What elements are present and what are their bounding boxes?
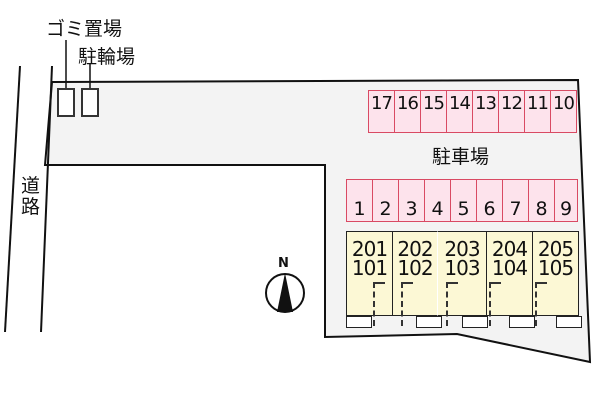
parking-stall: 2 [372,179,399,222]
stair-outline [489,282,501,326]
unit-block: 204 104 [486,231,533,326]
parking-stall: 16 [394,90,421,133]
parking-label: 駐車場 [432,146,490,168]
parking-stall: 6 [476,179,503,222]
parking-stall: 5 [450,179,477,222]
parking-stall: 10 [550,90,577,133]
unit-lower-number: 101 [351,256,388,280]
parking-stall: 17 [368,90,395,133]
unit-block: 202 102 [392,231,438,326]
unit-upper-number: 202 [397,237,433,261]
parking-stall: 13 [472,90,499,133]
unit-porch [509,316,535,328]
unit-porch [462,316,488,328]
bicycle-parking-area [81,88,99,117]
unit-upper-number: 205 [537,237,574,261]
parking-stall: 8 [528,179,555,222]
unit-upper-number: 203 [444,237,480,261]
parking-stall: 7 [502,179,529,222]
unit-block: 201 101 [346,231,393,326]
north-label: N [278,256,289,271]
parking-stall: 14 [446,90,473,133]
unit-porch [346,316,372,328]
parking-stall: 9 [554,179,578,222]
bicycle-parking-label: 駐輪場 [78,46,136,68]
parking-stall: 3 [398,179,425,222]
parking-stall: 15 [420,90,447,133]
parking-stall: 1 [346,179,373,222]
stair-outline [401,282,413,326]
parking-stall: 4 [424,179,451,222]
unit-block: 203 103 [437,231,487,326]
unit-lower-number: 104 [491,256,528,280]
parking-stall: 11 [524,90,551,133]
stair-outline [535,282,547,326]
road-label: 道路 [21,175,41,218]
garbage-area [57,88,75,117]
unit-upper-number: 201 [351,237,388,261]
parking-stall: 12 [498,90,525,133]
road-edge-right [40,65,53,333]
garbage-area-label: ゴミ置場 [46,18,123,40]
unit-lower-number: 103 [444,256,480,280]
stair-outline [446,282,458,326]
road-edge-left [4,65,21,333]
unit-porch [416,316,442,328]
unit-lower-number: 102 [397,256,433,280]
north-arrow-icon [265,273,305,313]
stair-outline [373,282,385,326]
unit-porch [556,316,582,328]
unit-lower-number: 105 [537,256,574,280]
unit-block: 205 105 [532,231,579,326]
unit-upper-number: 204 [491,237,528,261]
